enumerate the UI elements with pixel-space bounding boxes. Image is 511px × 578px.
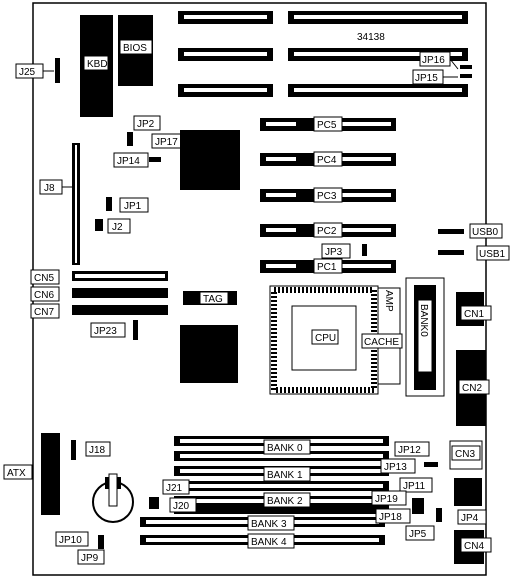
tag-label: TAG <box>203 294 223 305</box>
j20-label: J20 <box>173 501 190 512</box>
jp17-label: JP17 <box>155 137 178 148</box>
chipset-upper <box>180 130 240 190</box>
usb0-label: USB0 <box>472 227 499 238</box>
j25-header <box>55 58 60 83</box>
jp15-label: JP15 <box>415 73 438 84</box>
j8-label: J8 <box>44 183 55 194</box>
bank-0-label: BANK 0 <box>267 443 303 454</box>
cn6-connector <box>72 288 168 298</box>
chipset-lower <box>180 325 238 383</box>
cn2-label: CN2 <box>462 383 482 394</box>
jp5-label: JP5 <box>409 529 427 540</box>
jp2-label: JP2 <box>137 119 155 130</box>
bios-label: BIOS <box>123 43 147 54</box>
j2-label: J2 <box>112 222 123 233</box>
jp19-label: JP19 <box>375 494 398 505</box>
cn4-label: CN4 <box>464 541 484 552</box>
cn5-label: CN5 <box>34 273 54 284</box>
cn7-connector <box>72 305 168 315</box>
jp14-label: JP14 <box>117 156 140 167</box>
jp16-label: JP16 <box>422 55 445 66</box>
bank-4-label: BANK 4 <box>251 537 287 548</box>
pc2-label: PC2 <box>317 226 337 237</box>
kbd-label: KBD <box>87 59 108 70</box>
jp9-label: JP9 <box>81 553 99 564</box>
jp13-label: JP13 <box>384 462 407 473</box>
bank0-vertical-label: BANK0 <box>418 304 429 337</box>
pc4-label: PC4 <box>317 155 337 166</box>
cn1-label: CN1 <box>464 309 484 320</box>
amp-label: AMP <box>383 290 394 312</box>
j21-label: J21 <box>166 483 183 494</box>
usb1-label: USB1 <box>479 249 506 260</box>
pc1-label: PC1 <box>317 262 337 273</box>
jp3-label: JP3 <box>325 247 343 258</box>
bank-2-label: BANK 2 <box>267 496 303 507</box>
atx-connector <box>41 433 60 515</box>
jp12-label: JP12 <box>398 445 421 456</box>
jp11-label: JP11 <box>403 481 425 492</box>
j18-label: J18 <box>89 445 106 456</box>
cn3-label: CN3 <box>455 449 475 460</box>
board-number: 34138 <box>357 32 385 43</box>
pc3-label: PC3 <box>317 191 337 202</box>
bank-3-label: BANK 3 <box>251 519 287 530</box>
atx-label: ATX <box>7 468 26 479</box>
cn6-label: CN6 <box>34 290 54 301</box>
j25-label: J25 <box>19 67 36 78</box>
jp23-label: JP23 <box>94 326 117 337</box>
pc5-label: PC5 <box>317 120 337 131</box>
cn7-label: CN7 <box>34 307 54 318</box>
bank-1-label: BANK 1 <box>267 470 303 481</box>
jp1-label: JP1 <box>124 201 142 212</box>
cpu-label: CPU <box>315 333 336 344</box>
jp18-label: JP18 <box>379 512 402 523</box>
isa-slots <box>178 11 468 97</box>
jp4-label: JP4 <box>461 513 479 524</box>
ps2-connector <box>454 478 482 506</box>
cache-label: CACHE <box>364 337 399 348</box>
jp10-label: JP10 <box>59 535 82 546</box>
